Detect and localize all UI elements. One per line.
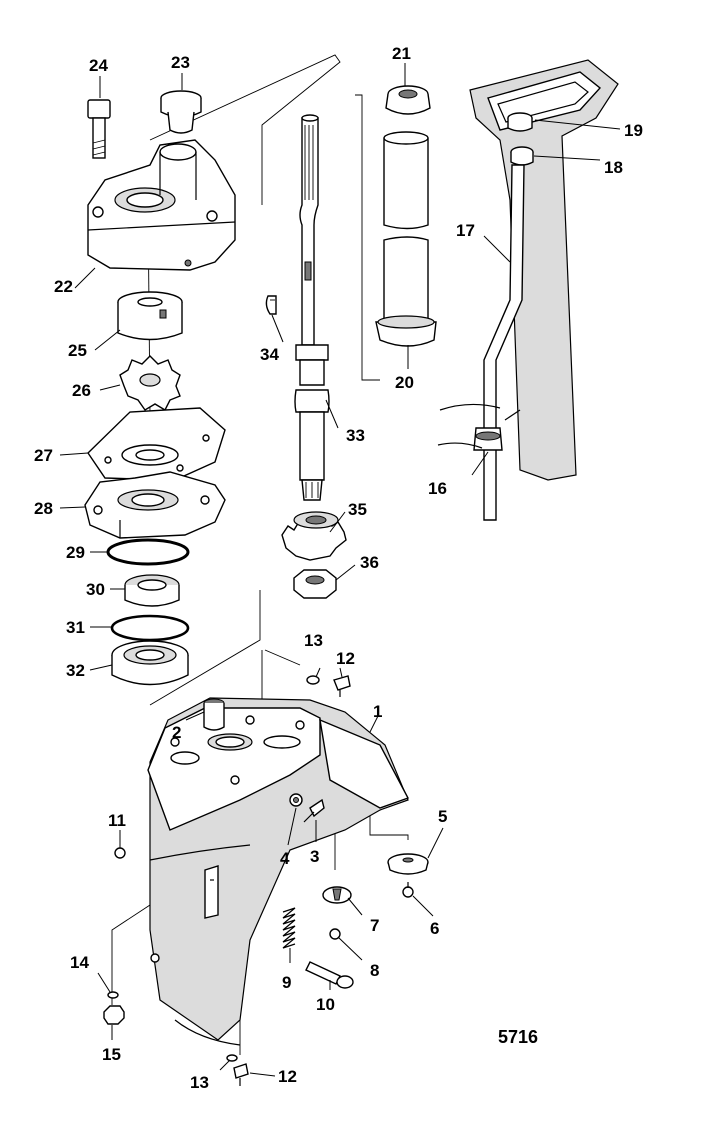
callout-11: 11	[108, 811, 126, 830]
part-22-pump-housing	[87, 139, 236, 271]
callout-3: 3	[310, 847, 319, 866]
part-13-washer-lower	[226, 1054, 238, 1062]
callout-6: 6	[430, 919, 439, 938]
callout-25: 25	[68, 341, 87, 360]
callout-21: 21	[392, 44, 411, 63]
callout-labels: 1 2 3 4 5 6 7 8 9 10 11 12 12 13 13 14 1…	[34, 44, 643, 1092]
part-10-bolt	[305, 961, 354, 989]
part-4-washer	[289, 793, 303, 807]
part-25-insert	[117, 291, 183, 341]
part-36-nut	[293, 569, 337, 599]
callout-9: 9	[282, 973, 291, 992]
part-5-anode	[387, 853, 429, 875]
callout-18: 18	[604, 158, 623, 177]
part-18-bushing	[507, 112, 534, 166]
callout-23: 23	[171, 53, 190, 72]
part-28-face-plate	[84, 471, 226, 539]
callout-4: 4	[280, 849, 290, 868]
part-27-gasket	[87, 407, 226, 481]
callout-20: 20	[395, 373, 414, 392]
callout-16: 16	[428, 479, 447, 498]
part-9-spring	[282, 907, 296, 949]
callout-29: 29	[66, 543, 85, 562]
callout-5: 5	[438, 807, 447, 826]
callout-8: 8	[370, 961, 379, 980]
part-29-o-ring	[106, 538, 190, 566]
part-12-screw-upper	[333, 675, 351, 697]
callout-12-lower: 12	[278, 1067, 297, 1086]
part-20-drive-shaft-tube	[375, 131, 437, 347]
part-30-bearing	[124, 574, 180, 607]
callout-1: 1	[373, 702, 382, 721]
callout-27: 27	[34, 446, 53, 465]
part-24-bolt	[87, 99, 111, 159]
callout-2: 2	[172, 723, 181, 742]
callout-19: 19	[624, 121, 643, 140]
callout-32: 32	[66, 661, 85, 680]
callout-34: 34	[260, 345, 279, 364]
part-7-trim-tab	[322, 886, 352, 904]
callout-31: 31	[66, 618, 85, 637]
part-33-drive-shaft	[294, 114, 330, 501]
callout-22: 22	[54, 277, 73, 296]
part-23-seal	[160, 90, 202, 134]
callout-13-lower: 13	[190, 1073, 209, 1092]
part-16-coupler	[437, 403, 521, 451]
document-number: 5716	[498, 1027, 538, 1047]
part-1-gear-housing	[147, 697, 409, 1046]
callout-24: 24	[89, 56, 108, 75]
callout-36: 36	[360, 553, 379, 572]
callout-10: 10	[316, 995, 335, 1014]
part-15-nut	[103, 1005, 125, 1025]
callout-13-upper: 13	[304, 631, 323, 650]
part-11-plug	[114, 847, 126, 859]
part-35-pinion-gear	[281, 511, 347, 561]
callout-28: 28	[34, 499, 53, 518]
callout-26: 26	[72, 381, 91, 400]
part-21-seal	[385, 85, 431, 115]
callout-12-upper: 12	[336, 649, 355, 668]
callout-14: 14	[70, 953, 89, 972]
part-32-bearing	[111, 640, 189, 686]
part-12-screw-lower	[233, 1063, 249, 1086]
leader-lines	[59, 63, 621, 1077]
callout-30: 30	[86, 580, 105, 599]
part-31-o-ring	[110, 614, 190, 642]
part-3-screw	[303, 798, 325, 823]
part-34-key	[265, 295, 277, 315]
part-14-washer	[107, 991, 119, 999]
part-13-washer-upper	[306, 675, 320, 685]
part-6-screw	[402, 882, 414, 898]
callout-33: 33	[346, 426, 365, 445]
part-2-grommet	[203, 698, 225, 731]
part-8-screw	[329, 928, 341, 940]
callout-15: 15	[102, 1045, 121, 1064]
callout-17: 17	[456, 221, 475, 240]
callout-35: 35	[348, 500, 367, 519]
part-26-impeller	[119, 355, 181, 411]
callout-7: 7	[370, 916, 379, 935]
